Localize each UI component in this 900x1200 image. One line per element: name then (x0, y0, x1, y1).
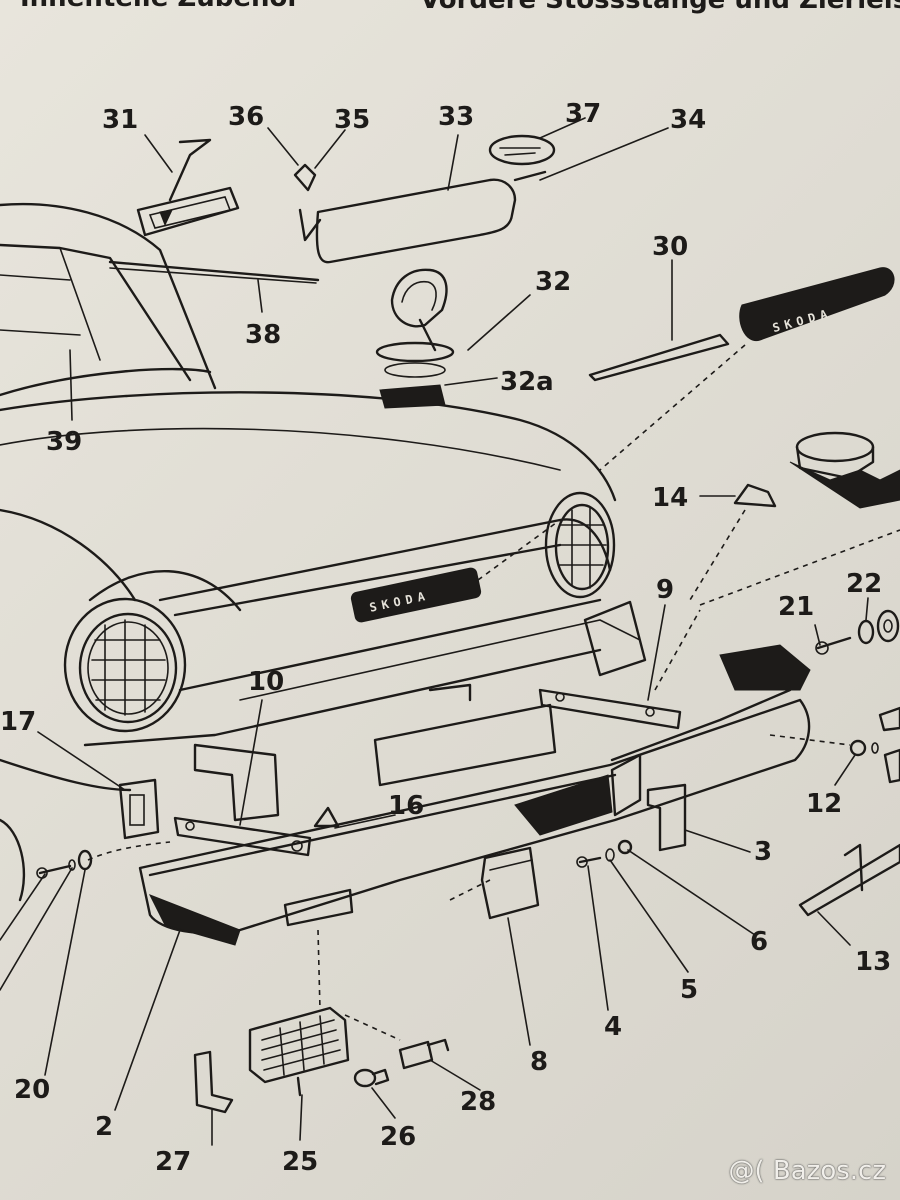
bumper-end-cap (878, 706, 900, 784)
callout-25: 25 (282, 1147, 318, 1177)
bumper-guard-left (118, 778, 160, 840)
callout-30: 30 (652, 232, 688, 262)
callout-27: 27 (155, 1147, 191, 1177)
callout-14: 14 (652, 483, 688, 513)
callout-36: 36 (228, 102, 264, 132)
callout-28: 28 (460, 1087, 496, 1117)
headlight-right (544, 491, 616, 599)
leader-lines (0, 117, 869, 1146)
visor-mirror-37 (488, 134, 556, 166)
horn (789, 431, 900, 509)
mirror-base-32a (379, 384, 446, 409)
bracket-9 (538, 688, 682, 730)
callout-39: 39 (46, 427, 82, 457)
callout-17: 17 (0, 707, 36, 737)
callout-4: 4 (604, 1012, 622, 1042)
callout-22: 22 (846, 569, 882, 599)
callout-35: 35 (334, 105, 370, 135)
header-right-text: Vordere Stossstange und Zierleisten (420, 0, 900, 15)
callout-10: 10 (248, 667, 284, 697)
callout-labels: 31 36 35 33 37 34 30 32 32a 38 39 14 22 … (0, 99, 891, 1177)
callout-3: 3 (754, 837, 772, 867)
callout-26: 26 (380, 1122, 416, 1152)
trim-strip-30 (588, 333, 730, 382)
callout-21: 21 (778, 592, 814, 622)
socket-28 (398, 1038, 450, 1070)
callout-32: 32 (535, 267, 571, 297)
callout-38: 38 (245, 320, 281, 350)
callout-33: 33 (438, 102, 474, 132)
header-left-text: Innenteile Zubehör (20, 0, 300, 13)
bracket-10 (173, 816, 312, 857)
callout-6: 6 (750, 927, 768, 957)
screw-4 (576, 856, 602, 868)
assembly-lines (87, 344, 900, 1041)
mirror-gasket-32 (375, 341, 455, 378)
bracket-14 (733, 483, 777, 508)
bracket-3 (646, 783, 687, 852)
callout-20: 20 (14, 1075, 50, 1105)
callout-32a: 32a (500, 367, 554, 397)
callout-13: 13 (855, 947, 891, 977)
exterior-mirror (390, 268, 448, 352)
callout-37: 37 (565, 99, 601, 129)
callout-2: 2 (95, 1112, 113, 1142)
visor-clip-36 (293, 163, 317, 192)
watermark: @( Bazos.cz (728, 1156, 887, 1186)
rear-view-mirror (136, 138, 240, 237)
bumper-guard-right (480, 846, 540, 920)
sun-visor (298, 170, 547, 264)
grille-skoda-emblem: SKODA (350, 567, 482, 623)
front-bumper (138, 644, 811, 946)
washer-22 (857, 609, 900, 645)
screw-21 (815, 636, 852, 655)
callout-12: 12 (806, 789, 842, 819)
callout-5: 5 (680, 975, 698, 1005)
hood-badge-34: SKODA (739, 267, 895, 342)
callout-31: 31 (102, 105, 138, 135)
callout-34: 34 (670, 105, 706, 135)
callout-8: 8 (530, 1047, 548, 1077)
fog-lamp (248, 1006, 350, 1097)
bracket-13 (798, 843, 900, 917)
bulb-26 (353, 1068, 390, 1088)
callout-9: 9 (656, 575, 674, 605)
nut-6 (617, 839, 633, 855)
bracket-16 (313, 806, 340, 828)
nut-12 (849, 739, 879, 757)
callout-16: 16 (388, 791, 424, 821)
car-body: SKODA (0, 202, 647, 902)
headlight-left (63, 597, 187, 733)
lamp-bracket-27 (193, 1050, 234, 1114)
